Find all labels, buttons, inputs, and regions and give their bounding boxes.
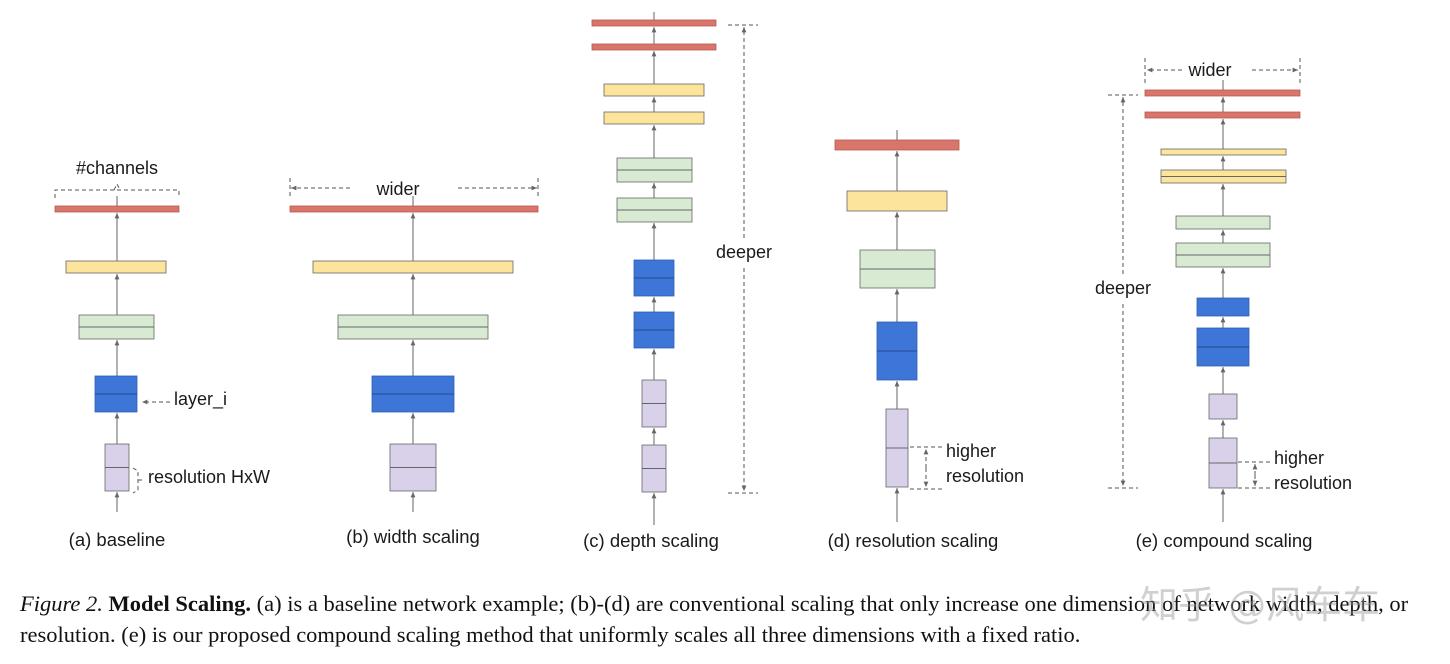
- panel-e-layer-yellow: [1160, 148, 1287, 156]
- panel-e-layer-red: [1144, 89, 1301, 97]
- panel-e-resolution-label: resolution: [1274, 473, 1352, 493]
- panel-d-layer-red: [834, 139, 960, 151]
- panel-c-layer-red: [591, 19, 717, 27]
- panel-a-channels-bracket-tip: [113, 182, 121, 191]
- panel-a-resolution-bracket: [132, 467, 139, 494]
- panel-a-resolution-label: resolution HxW: [148, 467, 270, 487]
- panel-c-label: (c) depth scaling: [583, 530, 719, 551]
- caption-text: (a) is a baseline network example; (b)-(…: [20, 591, 1409, 647]
- panel-e-wider-label: wider: [1187, 60, 1231, 80]
- panel-a-layer-label: layer_i: [174, 389, 227, 410]
- panel-d-resolution-label: resolution: [946, 466, 1024, 486]
- caption-figure-label: Figure 2.: [20, 591, 103, 616]
- caption-title: Model Scaling.: [108, 591, 252, 616]
- panel-b-layer-red: [289, 205, 539, 213]
- panel-c-layer-yellow: [603, 83, 705, 97]
- panel-d-layer-yellow: [846, 190, 948, 212]
- panel-e-label: (e) compound scaling: [1136, 530, 1313, 551]
- panel-b-label: (b) width scaling: [346, 526, 480, 547]
- panel-e-layer-green: [1175, 215, 1271, 230]
- panel-c-layer-red: [591, 43, 717, 51]
- panel-e-layer-blue: [1196, 297, 1250, 317]
- panel-b-wider-label: wider: [375, 179, 419, 199]
- panel-e-deeper-label: deeper: [1095, 278, 1151, 298]
- panel-e-layer-purple: [1208, 393, 1238, 420]
- figure-caption: Figure 2. Model Scaling. (a) is a baseli…: [20, 588, 1435, 650]
- panel-c-layer-yellow: [603, 111, 705, 125]
- panel-d-label: (d) resolution scaling: [828, 530, 999, 551]
- panel-e-higher-label: higher: [1274, 448, 1324, 468]
- panel-a-layer-red: [54, 205, 180, 213]
- panel-a-channels-bracket: [54, 189, 180, 198]
- panel-a-label: (a) baseline: [69, 529, 166, 550]
- panel-d-higher-label: higher: [946, 441, 996, 461]
- panel-c-deeper-label: deeper: [716, 242, 772, 262]
- panel-a-channels-label: #channels: [76, 158, 158, 178]
- model-scaling-diagram: #channels layer_i resolution HxW wider d…: [54, 12, 1352, 551]
- panel-b-layer-yellow: [312, 260, 514, 274]
- panel-e-layer-red: [1144, 111, 1301, 119]
- panel-a-layer-yellow: [65, 260, 167, 274]
